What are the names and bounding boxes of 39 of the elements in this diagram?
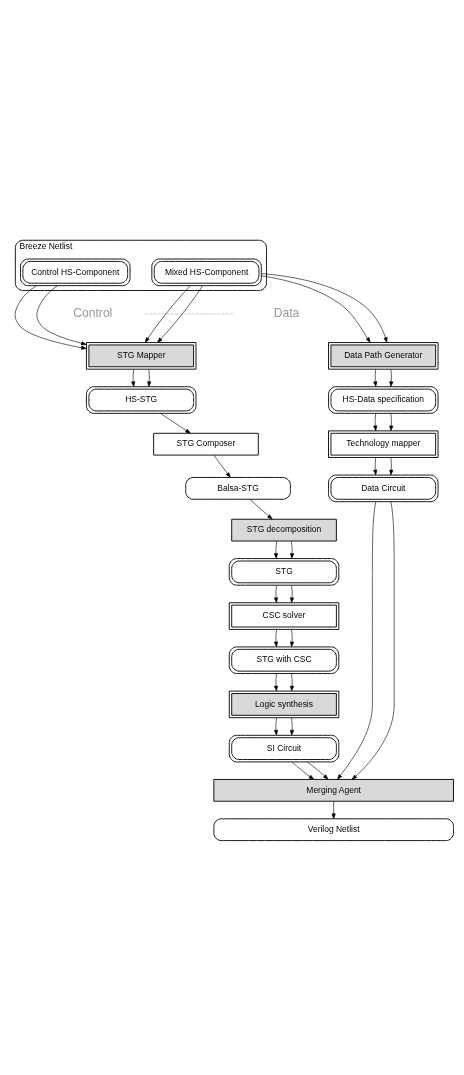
arrow <box>213 454 231 478</box>
arrow <box>147 368 152 387</box>
arrow <box>274 717 278 735</box>
arrow <box>290 672 295 691</box>
arrow <box>144 285 191 343</box>
arrow <box>36 284 87 345</box>
arrow <box>249 498 273 519</box>
arrow <box>14 284 87 350</box>
arrow <box>273 540 278 559</box>
arrow <box>274 628 278 647</box>
node-box: Balsa-STG <box>185 476 291 500</box>
arrow <box>389 368 394 387</box>
label: Data <box>273 305 300 320</box>
arrow <box>290 717 295 735</box>
arrow <box>351 501 395 780</box>
arrow <box>389 456 394 475</box>
arrow <box>274 584 278 603</box>
node-box: Verilog Netlist <box>213 817 454 841</box>
arrow <box>261 275 371 343</box>
node-box: STG Composer <box>153 432 259 456</box>
arrow <box>291 761 315 780</box>
arrow <box>389 412 394 431</box>
arrow <box>290 628 295 647</box>
arrow <box>306 761 329 780</box>
arrow <box>373 456 378 475</box>
arrow <box>157 285 203 343</box>
arrow <box>290 584 295 603</box>
arrow <box>331 800 336 819</box>
arrow <box>274 672 278 691</box>
arrow <box>131 368 136 387</box>
node-box: STG decomposition <box>231 518 337 541</box>
arrow <box>337 501 376 780</box>
label: Control <box>73 305 113 320</box>
arrow <box>290 540 295 559</box>
node-box: Merging Agent <box>213 778 454 802</box>
arrow <box>373 368 378 387</box>
arrow <box>261 272 388 343</box>
arrow <box>160 412 191 434</box>
arrow <box>373 412 378 431</box>
